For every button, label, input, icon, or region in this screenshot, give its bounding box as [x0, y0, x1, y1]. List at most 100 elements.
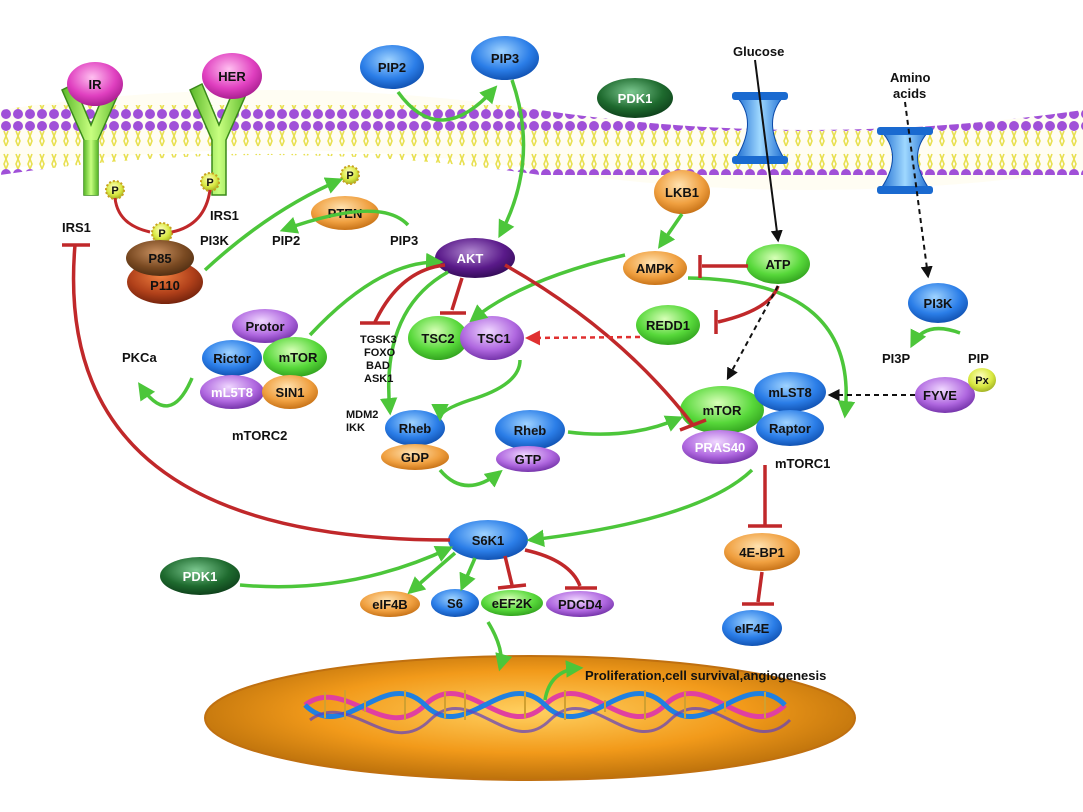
svg-text:GDP: GDP: [401, 450, 430, 465]
raptor-label: Raptor: [769, 421, 811, 436]
amino-acid-channel: [877, 127, 933, 194]
glucose-edge: [754, 59, 783, 243]
p85-p110-complex: P85 P110: [126, 240, 203, 304]
svg-text:LKB1: LKB1: [665, 185, 699, 200]
pdk1-top-node: PDK1: [597, 78, 673, 118]
rictor-label: Rictor: [213, 351, 251, 366]
svg-text:FYVE: FYVE: [923, 388, 957, 403]
sin1-label: SIN1: [276, 385, 305, 400]
her-receptor: HER: [189, 53, 262, 196]
svg-text:eEF2K: eEF2K: [492, 596, 533, 611]
akt-node: AKT: [435, 238, 515, 278]
tsc2-label: TSC2: [421, 331, 454, 346]
svg-text:P: P: [111, 185, 118, 197]
irs1-left-label: IRS1: [62, 220, 91, 235]
pip2-top-node: PIP2: [360, 45, 424, 89]
ask1-label: ASK1: [364, 373, 393, 385]
svg-text:PDK1: PDK1: [618, 91, 653, 106]
foxo-label: FOXO: [364, 347, 396, 359]
svg-text:PDK1: PDK1: [183, 569, 218, 584]
eef2k-node: eEF2K: [481, 590, 543, 616]
svg-text:PDCD4: PDCD4: [558, 597, 603, 612]
rheb-gtp-node: Rheb GTP: [495, 410, 565, 472]
rheb-gdp-node: Rheb GDP: [381, 410, 449, 470]
phospho-pip: P: [340, 165, 360, 185]
pi3k-left-label: PI3K: [200, 233, 230, 248]
tgsk3-label: TGSK3: [360, 334, 397, 346]
svg-text:PI3K: PI3K: [924, 296, 954, 311]
svg-text:AKT: AKT: [457, 251, 484, 266]
irs1-right-label: IRS1: [210, 208, 239, 223]
mlst8-label: mLST8: [768, 385, 811, 400]
4ebp1-node: 4E-BP1: [724, 533, 800, 571]
svg-text:P: P: [158, 228, 165, 240]
pip2-mid-label: PIP2: [272, 233, 300, 248]
svg-text:P: P: [346, 170, 353, 182]
s6k1-node: S6K1: [448, 520, 528, 560]
mdm2-label: MDM2: [346, 409, 378, 421]
phospho-center: P: [151, 222, 173, 244]
ampk-node: AMPK: [623, 251, 687, 285]
svg-text:eIF4B: eIF4B: [372, 597, 407, 612]
mtorc2-label: mTORC2: [232, 428, 287, 443]
svg-text:Rheb: Rheb: [399, 421, 432, 436]
tsc-complex: TSC2 TSC1: [408, 316, 524, 360]
redd1-node: REDD1: [636, 305, 700, 345]
pkca-label: PKCa: [122, 350, 157, 365]
px-label: Px: [975, 375, 989, 387]
pi3p-label: PI3P: [882, 351, 911, 366]
s6-node: S6: [431, 589, 479, 617]
pdcd4-node: PDCD4: [546, 591, 614, 617]
phospho-left: P: [105, 180, 125, 200]
svg-text:PIP3: PIP3: [491, 51, 519, 66]
amino-label: Amino: [890, 70, 931, 85]
glucose-label: Glucose: [733, 44, 784, 59]
eif4b-node: eIF4B: [360, 591, 420, 617]
svg-text:REDD1: REDD1: [646, 318, 690, 333]
svg-text:S6: S6: [447, 596, 463, 611]
pras40-label: PRAS40: [695, 440, 746, 455]
svg-text:4E-BP1: 4E-BP1: [739, 545, 785, 560]
redd1-tsc-edge: [525, 330, 641, 346]
bad-label: BAD: [366, 360, 390, 372]
tsc1-label: TSC1: [477, 331, 510, 346]
pi3k-right-node: PI3K: [908, 283, 968, 323]
nucleus: [204, 655, 856, 781]
proliferation-label: Proliferation,cell survival,angiogenesis: [585, 668, 826, 683]
svg-text:AMPK: AMPK: [636, 261, 675, 276]
phospho-right: P: [200, 172, 220, 192]
svg-text:P: P: [206, 177, 213, 189]
her-label: HER: [218, 69, 246, 84]
pdk1-bottom-node: PDK1: [160, 557, 240, 595]
svg-text:PIP2: PIP2: [378, 60, 406, 75]
dna-helix-icon: [303, 690, 792, 735]
atp-node: ATP: [746, 244, 810, 284]
p110-label: P110: [150, 278, 180, 293]
mtor-c1-label: mTOR: [703, 403, 742, 418]
p85-label: P85: [148, 251, 171, 266]
mtor-c2-label: mTOR: [279, 350, 318, 365]
ikk-label: IKK: [346, 422, 365, 434]
eif4e-node: eIF4E: [722, 610, 782, 646]
svg-text:eIF4E: eIF4E: [735, 621, 770, 636]
fyve-node: FYVE Px: [915, 368, 996, 413]
lkb1-node: LKB1: [654, 170, 710, 214]
svg-text:GTP: GTP: [515, 452, 542, 467]
svg-text:ATP: ATP: [765, 257, 790, 272]
pip3-mid-label: PIP3: [390, 233, 418, 248]
mtorc1-complex: mTOR mLST8 Raptor PRAS40: [680, 372, 826, 464]
protor-label: Protor: [246, 319, 285, 334]
pip-label: PIP: [968, 351, 989, 366]
svg-text:Rheb: Rheb: [514, 423, 547, 438]
mtorc2-complex: Protor Rictor mTOR mL5T8 SIN1: [200, 309, 327, 409]
pip3-top-node: PIP3: [471, 36, 539, 80]
ir-label: IR: [89, 77, 103, 92]
ml5t8-label: mL5T8: [211, 385, 253, 400]
ir-receptor: IR: [61, 62, 123, 196]
acids-label: acids: [893, 86, 926, 101]
mtorc1-label: mTORC1: [775, 456, 830, 471]
svg-text:S6K1: S6K1: [472, 533, 505, 548]
amino-edge: [904, 101, 933, 279]
